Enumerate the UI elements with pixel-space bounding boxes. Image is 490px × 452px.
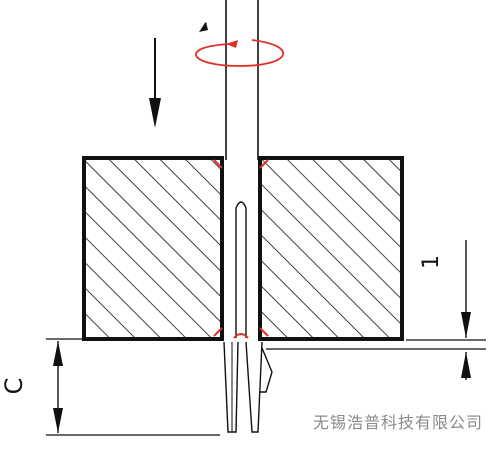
tool-shaft [225,0,259,160]
clearance-label: C [0,378,28,395]
workpiece-left [82,156,224,341]
workpiece-right [258,156,404,341]
rotation-arrow-icon [195,22,285,67]
depth-dimension [266,240,486,380]
drill-bit [221,160,273,433]
edge-corner-marks [213,159,269,339]
clearance-dimension [46,338,220,436]
feed-direction-arrow-icon [149,38,161,128]
depth-label: 1 [419,255,444,269]
company-watermark: 无锡浩普科技有限公司 [313,413,483,432]
